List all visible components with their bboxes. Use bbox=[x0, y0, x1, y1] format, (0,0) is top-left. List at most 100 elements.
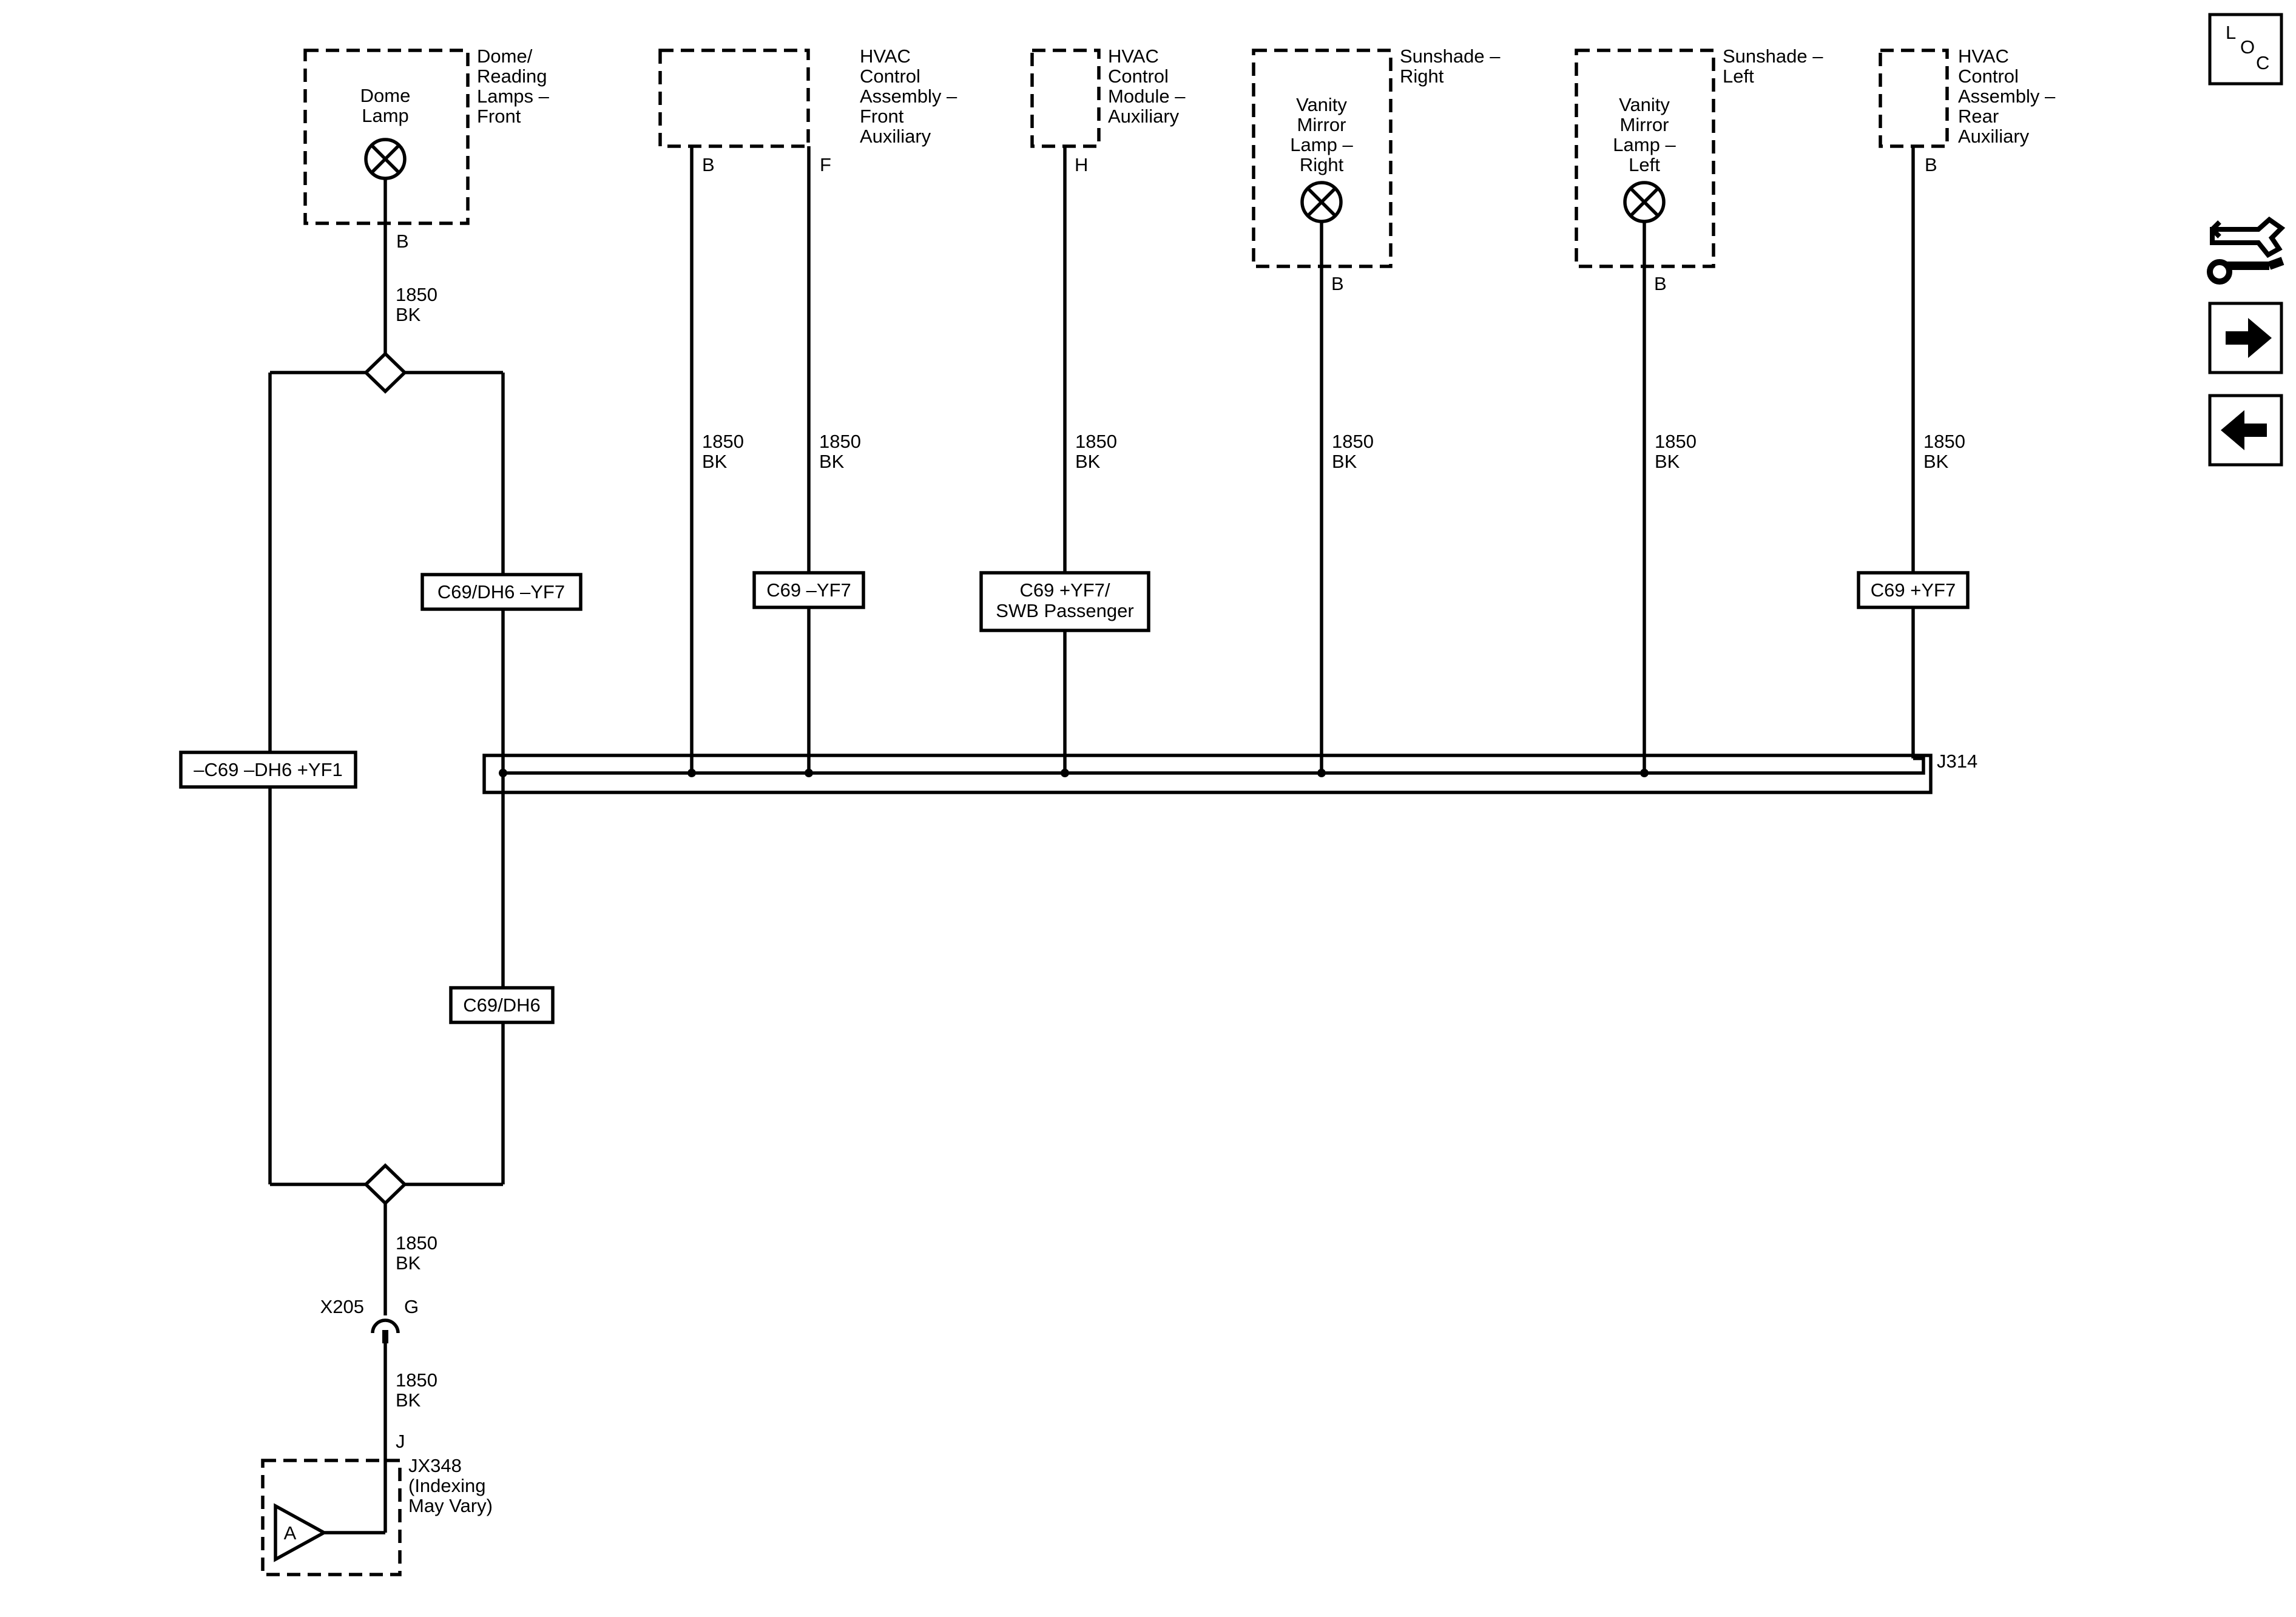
splice-point bbox=[1317, 769, 1326, 777]
wire-color: BK bbox=[1923, 451, 1949, 472]
lamp-label-line: Lamp bbox=[362, 105, 409, 126]
wire-color: BK bbox=[819, 451, 845, 472]
connector-pin: G bbox=[404, 1296, 419, 1317]
splice-point bbox=[805, 769, 813, 777]
lamp-label-line: Mirror bbox=[1620, 114, 1669, 135]
component-title-line: Dome/ bbox=[477, 46, 533, 67]
wire-color: BK bbox=[702, 451, 728, 472]
component-boundary bbox=[1879, 49, 1949, 148]
ground-triangle-icon: A bbox=[274, 1503, 328, 1562]
option-label-c69-pos-yf7: C69 +YF7 bbox=[1857, 571, 1970, 609]
lamp-label-line: Vanity bbox=[1296, 94, 1347, 115]
lamp-bulb-icon bbox=[364, 138, 407, 180]
option-label-c69-dh6-yf7: C69/DH6 –YF7 bbox=[420, 573, 582, 611]
component-title-line: Auxiliary bbox=[1958, 126, 2030, 147]
wire-color: BK bbox=[396, 304, 421, 325]
option-label-neg-c69-dh6-yf1: –C69 –DH6 +YF1 bbox=[179, 751, 357, 789]
pin-label: B bbox=[396, 231, 409, 252]
wire-color: BK bbox=[396, 1389, 421, 1411]
location-button[interactable]: L O C bbox=[2208, 13, 2283, 86]
wire-gauge: 1850 bbox=[1075, 431, 1117, 452]
splice-pack-outline bbox=[482, 754, 1933, 794]
wire-gauge: 1850 bbox=[1655, 431, 1697, 452]
arrow-right-icon bbox=[2226, 318, 2272, 358]
option-label-text: C69 +YF7/ bbox=[1019, 579, 1110, 601]
ground-label-line: (Indexing bbox=[408, 1475, 486, 1496]
ground-label-line: May Vary) bbox=[408, 1495, 493, 1516]
lamp-bulb-icon bbox=[1623, 181, 1666, 223]
splice-diamond bbox=[363, 1163, 407, 1206]
component-title-line: HVAC bbox=[1108, 46, 1159, 67]
inline-connector-x205: X205 G bbox=[320, 1296, 419, 1343]
component-title-line: HVAC bbox=[860, 46, 911, 67]
loc-letter: L bbox=[2226, 22, 2236, 43]
component-title-line: Auxiliary bbox=[860, 126, 931, 147]
component-title-line: Auxiliary bbox=[1108, 106, 1180, 127]
lamp-bulb-icon bbox=[1300, 181, 1343, 223]
wire-gauge: 1850 bbox=[1923, 431, 1965, 452]
splice-point bbox=[499, 769, 507, 777]
next-page-button[interactable] bbox=[2208, 302, 2283, 374]
hvac-control-assembly-rear-auxiliary: HVAC Control Assembly – Rear Auxiliary B bbox=[1879, 46, 2056, 175]
lamp-label-line: Mirror bbox=[1297, 114, 1346, 135]
hvac-control-assembly-front-auxiliary: HVAC Control Assembly – Front Auxiliary … bbox=[658, 46, 957, 175]
component-title-line: Front bbox=[860, 106, 904, 127]
ground-jx348: J JX348 (Indexing May Vary) A bbox=[261, 1431, 493, 1576]
component-title-line: Right bbox=[1400, 66, 1444, 87]
component-title-line: HVAC bbox=[1958, 46, 2009, 67]
wire-gauge: 1850 bbox=[702, 431, 744, 452]
component-title-line: Rear bbox=[1958, 106, 1999, 127]
option-label-c69-yf7-swb-passenger: C69 +YF7/ SWB Passenger bbox=[979, 571, 1150, 632]
component-boundary bbox=[261, 1459, 402, 1576]
pin-label: J bbox=[396, 1431, 405, 1452]
component-title-line: Assembly – bbox=[1958, 86, 2056, 107]
component-boundary bbox=[1030, 49, 1101, 148]
wire-color: BK bbox=[1075, 451, 1101, 472]
pin-label: H bbox=[1075, 154, 1088, 175]
component-title-line: Control bbox=[1108, 66, 1169, 87]
wire-gauge: 1850 bbox=[396, 1232, 437, 1254]
loc-letter: C bbox=[2256, 52, 2269, 73]
option-label-text: C69 +YF7 bbox=[1871, 579, 1956, 601]
splice-pack-j314: J314 bbox=[482, 751, 1977, 794]
previous-page-button[interactable] bbox=[2208, 394, 2283, 467]
option-label-text: C69/DH6 –YF7 bbox=[437, 581, 565, 603]
connector-male-icon bbox=[382, 1330, 388, 1343]
ground-symbol-letter: A bbox=[284, 1522, 297, 1544]
splice-point bbox=[1640, 769, 1649, 777]
component-title-line: Sunshade – bbox=[1723, 46, 1823, 67]
lamp-label-line: Left bbox=[1629, 154, 1660, 175]
component-title-line: Left bbox=[1723, 66, 1754, 87]
component-boundary bbox=[658, 49, 810, 148]
wire-color: BK bbox=[1332, 451, 1357, 472]
pin-label: F bbox=[820, 154, 831, 175]
wire-gauge: 1850 bbox=[396, 1369, 437, 1391]
splice-diamond bbox=[363, 351, 407, 394]
component-title-line: Control bbox=[1958, 66, 2019, 87]
lamp-label-line: Dome bbox=[360, 85, 411, 106]
component-title-line: Lamps – bbox=[477, 86, 550, 107]
option-label-text: C69/DH6 bbox=[463, 994, 541, 1016]
splice-pack-label: J314 bbox=[1937, 751, 1977, 772]
component-title-line: Front bbox=[477, 106, 521, 127]
wire-gauge: 1850 bbox=[396, 284, 437, 305]
pin-label: B bbox=[1925, 154, 1937, 175]
component-title-line: Module – bbox=[1108, 86, 1186, 107]
ground-label-line: JX348 bbox=[408, 1455, 462, 1476]
connector-tool-icon[interactable] bbox=[2207, 216, 2286, 285]
option-label-c69-dh6: C69/DH6 bbox=[449, 986, 555, 1024]
connector-name: X205 bbox=[320, 1296, 364, 1317]
loc-letter: O bbox=[2240, 36, 2255, 58]
pin-label: B bbox=[1654, 273, 1667, 294]
pin-label: B bbox=[702, 154, 715, 175]
hvac-control-module-auxiliary: HVAC Control Module – Auxiliary H bbox=[1030, 46, 1186, 175]
lamp-label-line: Right bbox=[1300, 154, 1344, 175]
sunshade-right: Sunshade – Right Vanity Mirror Lamp – Ri… bbox=[1252, 46, 1501, 294]
option-label-text: C69 –YF7 bbox=[766, 579, 851, 601]
wire-gauge: 1850 bbox=[819, 431, 861, 452]
arrow-left-icon bbox=[2221, 410, 2267, 450]
sunshade-left: Sunshade – Left Vanity Mirror Lamp – Lef… bbox=[1575, 46, 1823, 294]
splice-bar bbox=[503, 757, 1925, 775]
splice-point bbox=[687, 769, 696, 777]
dome-reading-lamps-front: Dome/ Reading Lamps – Front Dome Lamp B bbox=[303, 46, 550, 252]
